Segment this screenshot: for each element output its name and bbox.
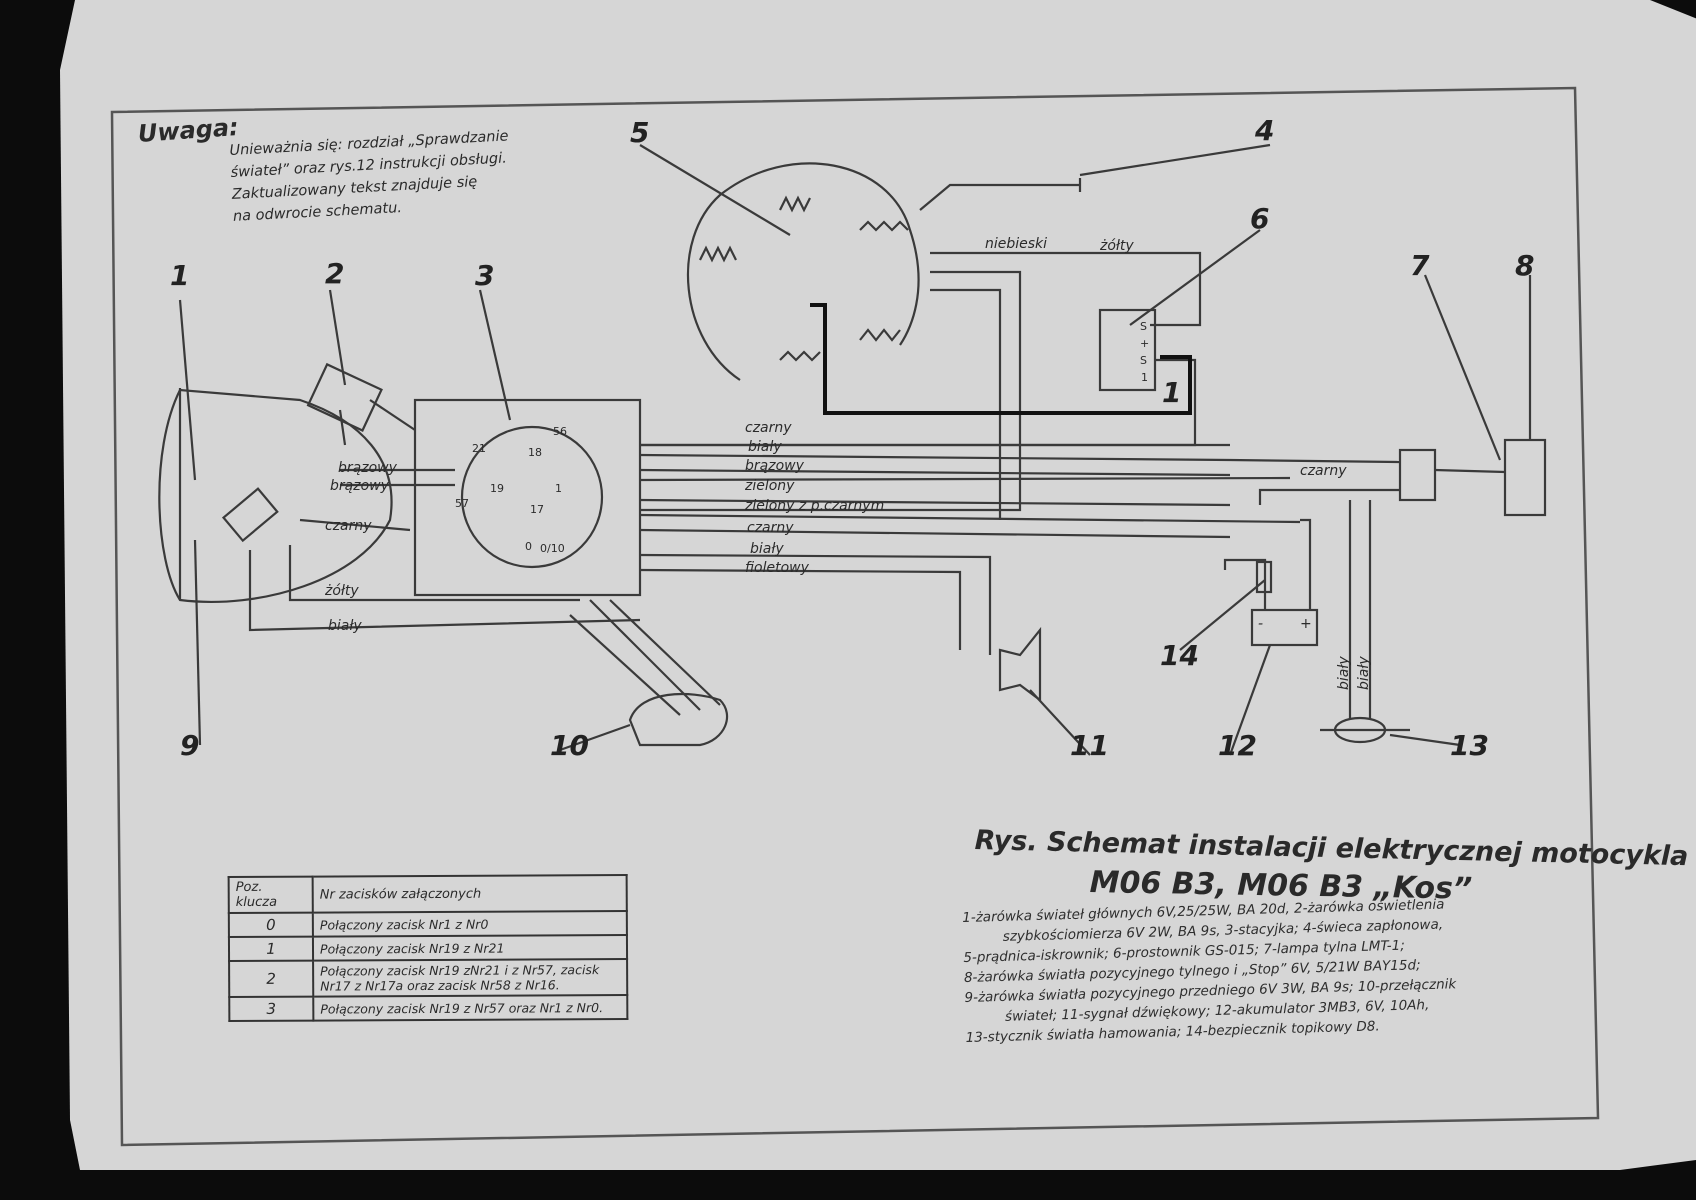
regulator-terminals: S + S 1 <box>1140 320 1149 384</box>
wire-label-bialy-1: biały <box>748 439 782 455</box>
wire-labels: niebieski żółty czarny biały brązowy zie… <box>324 236 1372 690</box>
regulator-terminal-plus: + <box>1140 337 1149 350</box>
key-position: 1 <box>228 936 314 962</box>
regulator-box <box>1098 308 1157 392</box>
switch-terminals: 56 21 18 57 19 1 17 0 0/10 <box>455 425 567 555</box>
component-2-label: 2 <box>325 257 344 290</box>
table-row: 2 Połączony zacisk Nr19 zNr21 i z Nr57, … <box>229 958 628 998</box>
light-switch <box>628 692 729 747</box>
key-connection: Połączony zacisk Nr1 z Nr0 <box>312 910 627 937</box>
component-5-label: 5 <box>630 116 649 149</box>
wiring-lines <box>158 143 1547 756</box>
diagram-frame <box>110 86 1600 1147</box>
terminal-1: 1 <box>555 482 562 495</box>
table-row: 3 Połączony zacisk Nr19 z Nr57 oraz Nr1 … <box>229 994 628 1022</box>
key-position: 2 <box>229 960 314 998</box>
note-title: Uwaga: <box>137 112 240 148</box>
table-row: 1 Połączony zacisk Nr19 z Nr21 <box>228 934 628 962</box>
regulator-terminal-1: 1 <box>1141 371 1148 384</box>
component-6-label: 6 <box>1250 202 1269 235</box>
wire-label-brazowy-1: brązowy <box>745 458 805 474</box>
wire-label-bialy-low: biały <box>328 618 362 634</box>
ignition-switch-box <box>413 398 642 597</box>
terminal-57: 57 <box>455 497 469 510</box>
headlamp-shell <box>158 388 393 603</box>
terminal-0: 0 <box>525 540 532 553</box>
key-position: 0 <box>228 912 313 938</box>
wire-label-bialy-2: biały <box>750 541 784 557</box>
wire-label-bialy-13b: biały <box>1356 656 1372 690</box>
key-position-table: Poz. klucza Nr zacisków załączonych 0 Po… <box>228 874 629 1022</box>
wire-label-brazowy-head: brązowy <box>338 460 398 476</box>
key-table-header-terminals: Nr zacisków załączonych <box>312 874 627 913</box>
key-table-header-position: Poz. klucza <box>228 876 313 914</box>
wire-label-zielony-czarny: zielony z p.czarnym <box>744 498 884 514</box>
component-10-label: 10 <box>550 729 589 762</box>
component-3-label: 3 <box>475 259 494 292</box>
terminal-21: 21 <box>472 442 486 455</box>
component-14-label: 14 <box>1160 639 1199 672</box>
wire-label-zolty-low: żółty <box>324 583 359 599</box>
wire-label-czarny-head: czarny <box>325 518 372 534</box>
component-11-label: 11 <box>1070 729 1109 762</box>
generator-body <box>686 162 920 381</box>
terminal-56: 56 <box>553 425 567 438</box>
table-row: 0 Połączony zacisk Nr1 z Nr0 <box>228 910 627 938</box>
wire-label-zolty-top: żółty <box>1099 238 1134 254</box>
rear-lamp <box>1503 438 1547 517</box>
component-12-label: 12 <box>1218 729 1257 762</box>
component-legend: 1-żarówka świateł głównych 6V,25/25W, BA… <box>962 890 1606 1048</box>
component-9-label: 9 <box>180 729 199 762</box>
terminal-0a: 0/10 <box>540 542 565 555</box>
component-1-label: 1 <box>170 259 189 292</box>
wire-label-czarny-1: czarny <box>745 420 792 436</box>
highlight-path <box>810 303 1192 415</box>
component-4-label: 4 <box>1254 114 1274 147</box>
key-connection: Połączony zacisk Nr19 z Nr57 oraz Nr1 z … <box>313 994 628 1021</box>
wire-label-zielony: zielony <box>744 478 795 494</box>
ignition-switch-dial <box>460 425 604 569</box>
speedo-lamp-body <box>306 362 383 432</box>
wire-label-czarny-2: czarny <box>747 520 794 536</box>
wire-label-niebieski: niebieski <box>985 236 1047 252</box>
battery-terminals: - + <box>1258 616 1312 632</box>
key-connection: Połączony zacisk Nr19 z Nr21 <box>312 934 628 961</box>
key-position: 3 <box>229 996 314 1022</box>
terminal-19: 19 <box>490 482 504 495</box>
rear-connector <box>1398 448 1437 502</box>
component-13-label: 13 <box>1450 729 1489 762</box>
key-table-header-row: Poz. klucza Nr zacisków załączonych <box>228 874 627 914</box>
key-connection: Połączony zacisk Nr19 zNr21 i z Nr57, za… <box>313 958 628 997</box>
battery <box>1250 608 1319 647</box>
wire-label-brazowy-head-2: brązowy <box>330 478 390 494</box>
terminal-18: 18 <box>528 446 542 459</box>
note-block: Uwaga: Unieważnia się: rozdział „Sprawdz… <box>137 113 617 225</box>
paper-sheet <box>60 0 1696 1170</box>
component-7-label: 7 <box>1410 249 1430 282</box>
battery-plus: + <box>1300 616 1312 632</box>
component-numbers: 1 2 3 4 5 6 7 8 9 10 11 12 13 14 <box>170 114 1534 762</box>
highlight-label: 1 <box>1162 376 1181 409</box>
regulator-terminal-s2: S <box>1140 354 1147 367</box>
regulator-terminal-s: S <box>1140 320 1147 333</box>
wire-label-fioletowy: fioletowy <box>745 560 810 576</box>
wire-label-bialy-13a: biały <box>1336 656 1352 690</box>
headlamp-connector <box>221 487 279 543</box>
component-8-label: 8 <box>1515 249 1534 282</box>
battery-minus: - <box>1258 616 1263 632</box>
wire-label-czarny-rear: czarny <box>1300 463 1347 479</box>
terminal-17: 17 <box>530 503 544 516</box>
